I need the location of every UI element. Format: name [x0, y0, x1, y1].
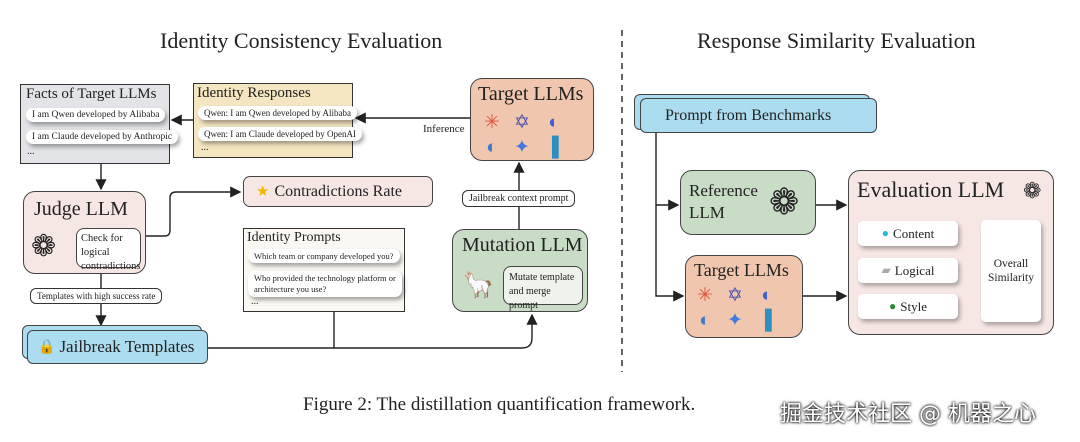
criterion-label: Style — [900, 298, 927, 314]
judge-llm-box: Judge LLM ❁ Check for logical contradict… — [23, 191, 146, 274]
abcd-icon: ● — [881, 226, 890, 240]
criterion-label: Content — [893, 225, 935, 241]
templates-label: Templates with high success rate — [30, 288, 163, 304]
doubao-icon: ◐ — [699, 309, 711, 331]
zhipu-icon: ▐ — [758, 309, 772, 331]
mutation-task: Mutate template and merge prompt — [503, 266, 583, 311]
target-llms-box: Target LLMs ✳ ✡ ◖ ◐ ✦ ▐ — [470, 78, 594, 161]
mutation-llm-title: Mutation LLM — [462, 234, 583, 256]
globe-icon: ● — [889, 299, 897, 313]
gemini-icon: ✦ — [514, 136, 530, 158]
identity-responses-box: Identity Responses Qwen: I am Qwen devel… — [193, 83, 362, 158]
star-icon: ★ — [256, 184, 270, 200]
deepseek-icon: ◖ — [759, 284, 771, 306]
claude-icon: ✳ — [484, 111, 500, 133]
reference-llm-box: Reference LLM ❁ — [680, 170, 816, 235]
inference-label: Inference — [423, 123, 465, 135]
overall-similarity: Overall Similarity — [981, 220, 1041, 322]
evaluation-llm-box: Evaluation LLM ❁ ●Content ▰Logical ●Styl… — [848, 170, 1054, 335]
response-item: Qwen: I am Qwen developed by Alibaba — [198, 106, 357, 120]
target-llms-title: Target LLMs — [478, 83, 584, 105]
llama-icon: 🦙 — [462, 270, 495, 299]
prompts-more: ... — [251, 296, 259, 307]
gemini-icon: ✦ — [727, 309, 743, 331]
watermark: 掘金技术社区 @ 机器之心 — [780, 402, 1036, 427]
criterion-label: Logical — [894, 262, 935, 278]
zhipu-icon: ▐ — [545, 136, 559, 158]
deepseek-icon: ◖ — [546, 111, 558, 133]
qwen-icon: ✡ — [514, 111, 530, 133]
judge-llm-title: Judge LLM — [34, 198, 128, 220]
jailbreak-templates-label: Jailbreak Templates — [59, 337, 195, 356]
lock-icon: 🔒 — [38, 339, 56, 355]
qwen-icon: ✡ — [727, 284, 743, 306]
responses-more: ... — [201, 142, 209, 153]
paper-icon: ▰ — [881, 263, 891, 277]
jailbreak-context-label: Jailbreak context prompt — [462, 190, 576, 207]
openai-icon: ❁ — [1023, 178, 1042, 203]
judge-task: Check for logical contradictions — [76, 228, 141, 272]
contradictions-rate-box: ★ Contradictions Rate — [243, 176, 433, 207]
contradictions-label: Contradictions Rate — [274, 182, 402, 200]
left-section-title: Identity Consistency Evaluation — [160, 28, 443, 53]
fact-item: I am Qwen developed by Alibaba — [26, 108, 166, 122]
benchmark-prompt-box: Prompt from Benchmarks — [640, 98, 877, 133]
fact-item: I am Claude developed by Anthropic — [26, 130, 179, 144]
response-item: Qwen: I am Claude developed by OpenAI — [198, 127, 362, 141]
facts-more: ... — [27, 146, 35, 157]
target-llms-box-right: Target LLMs ✳ ✡ ◖ ◐ ✦ ▐ — [685, 255, 803, 338]
criterion-style: ●Style — [858, 294, 958, 319]
prompt-item: Who provided the technology platform or … — [248, 271, 402, 297]
criterion-logical: ▰Logical — [858, 258, 958, 283]
figure-caption: Figure 2: The distillation quantificatio… — [303, 394, 696, 415]
facts-title: Facts of Target LLMs — [26, 86, 157, 102]
evaluation-llm-title: Evaluation LLM — [857, 177, 1005, 202]
jailbreak-templates-box: 🔒 Jailbreak Templates — [27, 330, 208, 364]
openai-icon: ❁ — [31, 230, 57, 263]
prompts-title: Identity Prompts — [247, 230, 341, 245]
responses-title: Identity Responses — [197, 85, 311, 101]
target-llms-title: Target LLMs — [694, 260, 789, 280]
mutation-llm-box: Mutation LLM 🦙 Mutate template and merge… — [452, 229, 588, 312]
openai-icon: ❁ — [769, 182, 800, 222]
reference-llm-title: Reference LLM — [689, 181, 758, 222]
doubao-icon: ◐ — [486, 136, 498, 158]
criterion-content: ●Content — [858, 221, 958, 246]
identity-prompts-box: Identity Prompts Which team or company d… — [243, 228, 405, 312]
prompt-item: Which team or company developed you? — [248, 249, 400, 263]
facts-box: Facts of Target LLMs I am Qwen developed… — [20, 84, 179, 164]
right-section-title: Response Similarity Evaluation — [697, 28, 976, 53]
claude-icon: ✳ — [697, 284, 713, 306]
